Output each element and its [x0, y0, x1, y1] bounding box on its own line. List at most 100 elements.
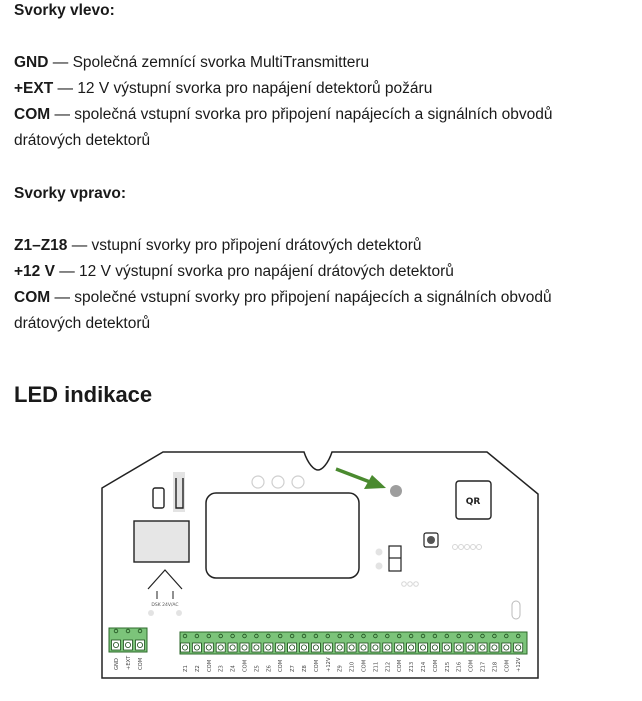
qr-label: QR: [466, 497, 481, 507]
terminal-pin: [408, 633, 414, 639]
terminal-label: COM: [397, 660, 403, 672]
terminal-screw: [229, 644, 236, 651]
terminal-label: COM: [433, 660, 439, 672]
switch: [152, 487, 165, 509]
terminal-socket: [346, 642, 357, 653]
terminal-pin: [420, 633, 426, 639]
terminal-label: Z3: [219, 665, 225, 672]
terminal-screw: [205, 644, 212, 651]
terminal-label: Z12: [385, 662, 391, 672]
term: Z1–Z18: [14, 237, 68, 254]
terminal-label: Z8: [302, 665, 308, 672]
terminal-label: +EXT: [126, 655, 132, 670]
left-item-com-tail: drátových detektorů: [14, 132, 151, 149]
term: COM: [14, 106, 51, 123]
terminal-label: Z15: [445, 662, 451, 672]
terminal-label: Z7: [290, 665, 296, 672]
terminal-screw: [312, 644, 319, 651]
terminal-socket: [251, 642, 262, 653]
left-item-com: COM — společná vstupní svorka pro připoj…: [14, 102, 553, 128]
display: [205, 492, 360, 579]
terminal-label: Z16: [457, 662, 463, 672]
terminal-socket: [477, 642, 488, 653]
terminal-pin: [218, 633, 223, 639]
terminal-socket: [322, 642, 333, 653]
terminal-screw: [289, 644, 296, 651]
left-heading: Svorky vlevo:: [14, 2, 115, 19]
bridge-icon: [147, 569, 183, 590]
terminal-pin: [456, 633, 461, 639]
terminal-label: Z4: [231, 664, 237, 672]
terminal-socket: [465, 642, 476, 653]
terminal-label: COM: [314, 660, 320, 672]
terminal-socket: [227, 642, 238, 653]
terminal-pin: [254, 633, 259, 639]
terminal-screw: [408, 644, 415, 651]
terminal-socket: [123, 639, 133, 651]
button-knob: [427, 536, 435, 544]
arrow-line: [335, 467, 371, 484]
hole: [291, 475, 305, 489]
terminal-pin: [444, 633, 449, 639]
terminal-label: GND: [114, 658, 120, 670]
terminal-screw: [360, 644, 367, 651]
terminal-screw: [136, 642, 143, 649]
terminal-pin: [230, 633, 235, 639]
terminal-label: Z11: [373, 662, 379, 672]
terminal-socket: [382, 642, 393, 653]
terminal-socket: [358, 642, 369, 653]
terminal-pin: [492, 633, 497, 639]
terminal-socket: [429, 642, 440, 653]
terminal-screw: [241, 644, 248, 651]
terminal-socket: [441, 642, 452, 653]
terminal-label: +12V: [326, 657, 332, 672]
term: COM: [14, 289, 51, 306]
terminal-pin: [289, 633, 295, 639]
terminal-pin: [278, 633, 283, 639]
terminal-screw: [125, 642, 132, 649]
terminal-label: Z14: [421, 661, 427, 672]
terminal-screw: [431, 644, 438, 651]
terminal-label: +12V: [516, 657, 522, 672]
right-item-com: COM — společné vstupní svorky pro připoj…: [14, 285, 552, 311]
terminal-socket: [299, 642, 309, 653]
terminal-pin: [349, 633, 354, 639]
terminal-screw: [384, 644, 391, 651]
terminal-label: Z9: [338, 665, 344, 672]
terminal-pin: [266, 633, 271, 639]
terminal-pin: [325, 633, 330, 639]
terminal-socket: [215, 642, 226, 653]
dot: [375, 562, 383, 570]
terminal-screw: [300, 644, 307, 651]
terminal-pin: [242, 633, 247, 639]
terminal-label: Z6: [266, 665, 272, 672]
terminal-socket: [513, 642, 524, 653]
terminal-pin: [432, 633, 438, 639]
terminal-screw: [419, 644, 426, 651]
terminal-screw: [348, 644, 355, 651]
terminal-screw: [515, 644, 522, 651]
dot: [375, 548, 383, 556]
terminal-socket: [394, 642, 405, 653]
terminal-socket: [310, 642, 321, 653]
terminal-screw: [491, 644, 498, 651]
led-indicator: [390, 485, 402, 497]
terminal-pin: [385, 633, 390, 639]
led-heading: LED indikace: [14, 382, 153, 407]
terminal-pin: [182, 633, 188, 639]
desc: — 12 V výstupní svorka pro napájení dete…: [53, 80, 433, 97]
desc: — společné vstupní svorky pro připojení …: [50, 289, 552, 306]
desc: — 12 V výstupní svorka pro napájení drát…: [54, 263, 454, 280]
term: +EXT: [14, 80, 54, 97]
right-item-com-tail: drátových detektorů: [14, 315, 151, 332]
terminal-pin: [516, 633, 521, 639]
terminal-socket: [135, 639, 145, 651]
desc: — společná vstupní svorka pro připojení …: [50, 106, 553, 123]
terminal-socket: [489, 642, 500, 653]
hole: [251, 475, 265, 489]
right-item-12v: +12 V — 12 V výstupní svorka pro napájen…: [14, 259, 454, 285]
arrow-head: [364, 475, 386, 489]
pin-row: [401, 581, 419, 587]
terminal-label: COM: [469, 660, 475, 672]
